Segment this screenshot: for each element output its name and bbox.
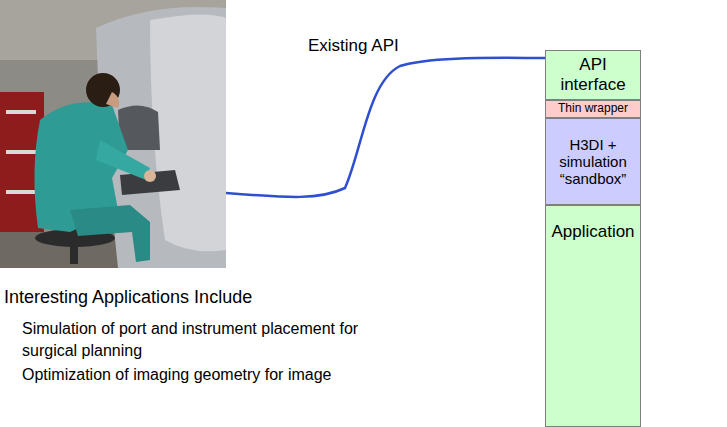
application-layer: Application <box>545 205 641 427</box>
photo-scrubs-legs <box>70 205 150 262</box>
layer-name: API interface <box>549 55 637 94</box>
list-item: Optimization of imaging geometry for ima… <box>22 364 422 386</box>
sandbox-layer: H3DI + simulation “sandbox” <box>545 118 641 205</box>
photo-stool-post <box>70 238 78 264</box>
layer-name: Application <box>549 222 637 242</box>
surgeon-photo <box>0 0 226 268</box>
photo-console-hand-rest <box>120 170 180 195</box>
photo-cabinet-handle <box>6 150 36 154</box>
wrapper-layer: Thin wrapper <box>545 100 641 118</box>
list-heading: Interesting Applications Include <box>4 285 252 310</box>
list-item: Simulation of port and instrument placem… <box>22 318 382 363</box>
photo-head <box>86 73 120 107</box>
photo-scrubs-arm <box>96 140 150 180</box>
photo-hand <box>144 170 156 182</box>
api-cable <box>226 58 545 197</box>
layer-name: Thin wrapper <box>549 102 637 116</box>
photo-face <box>106 92 119 108</box>
layer-name: H3DI + simulation “sandbox” <box>549 136 637 188</box>
interface-layer: API interface <box>545 50 641 100</box>
photo-cabinet-handle <box>6 110 36 114</box>
link-label: Existing API <box>308 34 399 58</box>
photo-cabinet-handle <box>6 190 36 194</box>
photo-console-panel <box>150 14 226 251</box>
photo-wall <box>0 0 226 268</box>
